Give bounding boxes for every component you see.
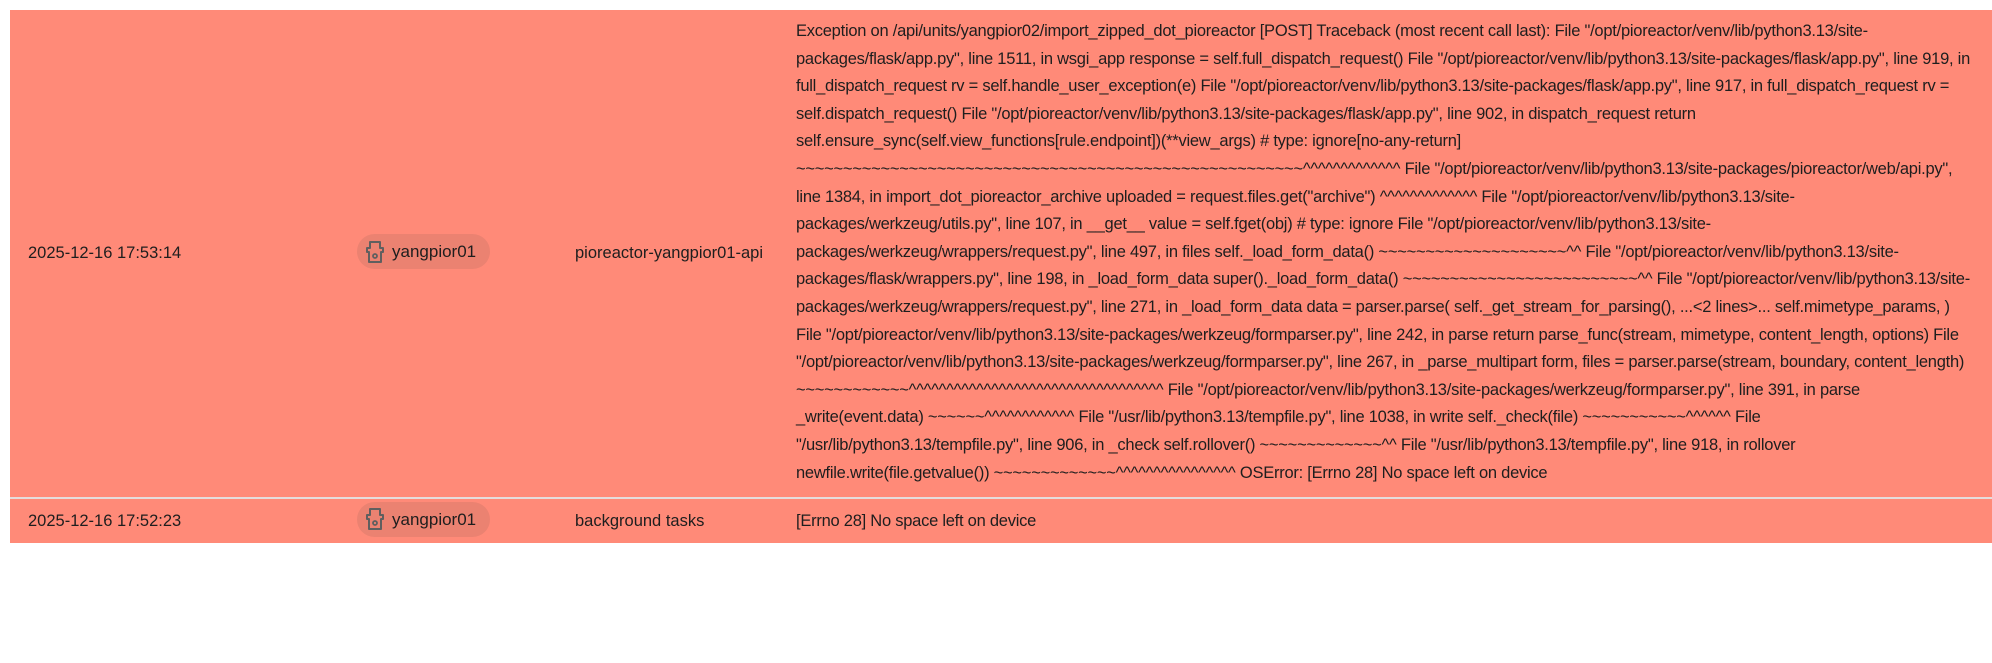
log-message: Exception on /api/units/yangpior02/impor… (796, 22, 1971, 482)
log-unit-cell: yangpior01 (340, 501, 575, 541)
unit-chip[interactable]: yangpior01 (357, 234, 491, 269)
log-source: background tasks (575, 511, 705, 530)
unit-chip-label: yangpior01 (392, 509, 477, 529)
pioreactor-icon (366, 240, 384, 263)
log-message: [Errno 28] No space left on device (796, 511, 1037, 530)
log-row: 2025-12-16 17:52:23 yangpior01 backgroun… (10, 497, 1992, 544)
log-timestamp: 2025-12-16 17:52:23 (28, 511, 182, 530)
pioreactor-icon (366, 508, 384, 531)
log-timestamp: 2025-12-16 17:53:14 (28, 243, 182, 262)
log-source: pioreactor-yangpior01-api (575, 243, 764, 262)
unit-chip[interactable]: yangpior01 (357, 501, 491, 537)
log-row: 2025-12-16 17:53:14 yangpior01 pioreacto… (10, 10, 1992, 498)
logs-table: 2025-12-16 17:53:14 yangpior01 pioreacto… (10, 10, 1992, 544)
unit-chip-label: yangpior01 (392, 241, 477, 261)
log-unit-cell: yangpior01 (340, 234, 575, 273)
